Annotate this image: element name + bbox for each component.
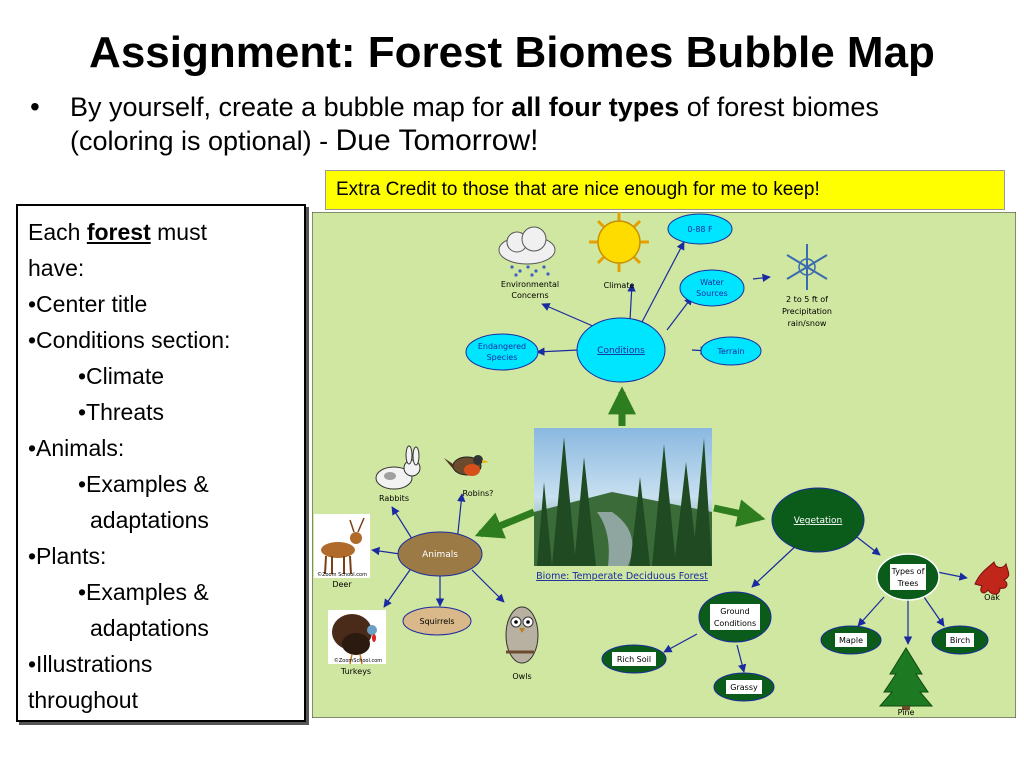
svg-text:Trees: Trees	[897, 579, 919, 588]
robin-icon	[444, 455, 489, 476]
connector-lines	[371, 241, 968, 673]
req-intro: Each forest must	[28, 214, 304, 250]
req-animals: •Animals:	[28, 435, 125, 461]
forest-photo	[534, 428, 712, 566]
assignment-instruction: By yourself, create a bubble map for all…	[70, 90, 970, 158]
req-intro-line2: have:	[28, 255, 85, 281]
deer-label: Deer	[332, 580, 352, 589]
pine-tree-icon	[878, 647, 934, 710]
main-arrows	[474, 386, 766, 539]
precip-label: 2 to 5 ft of	[786, 295, 828, 304]
instruction-emphasis: all four types	[511, 92, 680, 122]
svg-text:Squirrels: Squirrels	[419, 617, 454, 626]
req-intro-pre: Each	[28, 219, 87, 245]
oak-leaf-icon	[974, 561, 1010, 595]
endangered-species-bubble: Endangered Species	[465, 333, 539, 371]
terrain-bubble: Terrain	[700, 336, 762, 366]
temp-bubble: 0-88 F	[667, 213, 733, 245]
req-intro-post: must	[150, 219, 207, 245]
due-punct: !	[530, 124, 539, 157]
center-title: Biome: Temperate Deciduous Forest	[536, 571, 708, 582]
maple-bubble: Maple	[820, 625, 882, 655]
req-conditions: •Conditions section:	[28, 327, 231, 353]
svg-text:Grassy: Grassy	[730, 683, 758, 692]
svg-text:Conditions: Conditions	[597, 346, 645, 356]
svg-text:Vegetation: Vegetation	[794, 516, 843, 526]
precip-label-2: Precipitation	[782, 307, 832, 316]
rich-soil-bubble: Rich Soil	[601, 644, 667, 674]
water-sources-bubble: Water Sources	[679, 269, 745, 307]
robins-label: Robins?	[463, 489, 494, 498]
svg-text:0-88 F: 0-88 F	[687, 225, 713, 234]
req-plant-examples: •Examples &	[78, 579, 209, 605]
deer-credit: ©Zoom School.com	[317, 571, 367, 578]
svg-text:Ground: Ground	[720, 607, 749, 616]
rabbit-icon	[375, 445, 421, 490]
conditions-bubble: Conditions	[576, 317, 666, 383]
cloud-icon	[498, 226, 556, 277]
precip-label-3: rain/snow	[788, 319, 827, 328]
instruction-text: By yourself, create a bubble map for	[70, 92, 512, 122]
deer-icon	[314, 514, 370, 578]
req-intro-bold: forest	[86, 219, 151, 245]
svg-text:Animals: Animals	[422, 550, 458, 560]
snowflake-icon	[786, 244, 828, 290]
svg-text:Sources: Sources	[696, 289, 728, 298]
svg-text:Water: Water	[700, 278, 724, 287]
owls-label: Owls	[512, 672, 531, 681]
svg-text:Species: Species	[487, 353, 518, 362]
owl-icon	[505, 606, 539, 664]
req-illustrations: •Illustrations	[28, 651, 153, 677]
turkey-credit: ©ZoomSchool.com	[334, 657, 382, 664]
due-date: Due Tomorrow	[335, 124, 531, 157]
svg-text:Rich Soil: Rich Soil	[617, 655, 651, 664]
svg-text:Conditions: Conditions	[714, 619, 756, 628]
ground-conditions-bubble: Ground Conditions	[698, 591, 772, 643]
svg-text:Types of: Types of	[891, 567, 925, 576]
sun-icon	[589, 212, 649, 272]
req-plants: •Plants:	[28, 543, 107, 569]
animals-bubble: Animals	[397, 531, 483, 577]
req-plant-adaptations: adaptations	[90, 615, 209, 641]
instruction-text-2: of forest biomes (coloring is optional) …	[70, 92, 879, 156]
pine-label: Pine	[898, 708, 915, 717]
turkeys-label: Turkeys	[340, 667, 371, 676]
squirrels-bubble: Squirrels	[402, 606, 472, 636]
oak-label: Oak	[984, 593, 1000, 602]
extra-credit-banner: Extra Credit to those that are nice enou…	[325, 170, 1005, 210]
bullet-marker: •	[30, 91, 40, 122]
req-climate: •Climate	[78, 363, 165, 389]
req-center-title: •Center title	[28, 291, 148, 317]
svg-text:Terrain: Terrain	[716, 347, 744, 356]
env-concerns-label-2: Concerns	[511, 291, 548, 300]
requirements-box: Each forest must have: •Center title •Co…	[16, 204, 306, 722]
grassy-bubble: Grassy	[713, 672, 775, 702]
birch-bubble: Birch	[931, 625, 989, 655]
svg-text:Birch: Birch	[950, 636, 970, 645]
vegetation-bubble: Vegetation	[771, 487, 865, 553]
slide-title: Assignment: Forest Biomes Bubble Map	[89, 28, 935, 77]
req-animal-adaptations: adaptations	[90, 507, 209, 533]
rabbits-label: Rabbits	[379, 494, 409, 503]
env-concerns-label: Environmental	[501, 280, 559, 289]
types-of-trees-bubble: Types of Trees	[876, 553, 940, 601]
svg-text:Endangered: Endangered	[478, 342, 526, 351]
req-animal-examples: •Examples &	[78, 471, 209, 497]
climate-label: Climate	[604, 281, 635, 290]
req-illustrations-cont: throughout	[28, 687, 138, 713]
bubble-map: Biome: Temperate Deciduous Forest Condit…	[312, 212, 1016, 718]
svg-text:Maple: Maple	[839, 636, 863, 645]
req-threats: •Threats	[78, 399, 165, 425]
turkey-icon	[328, 610, 386, 665]
